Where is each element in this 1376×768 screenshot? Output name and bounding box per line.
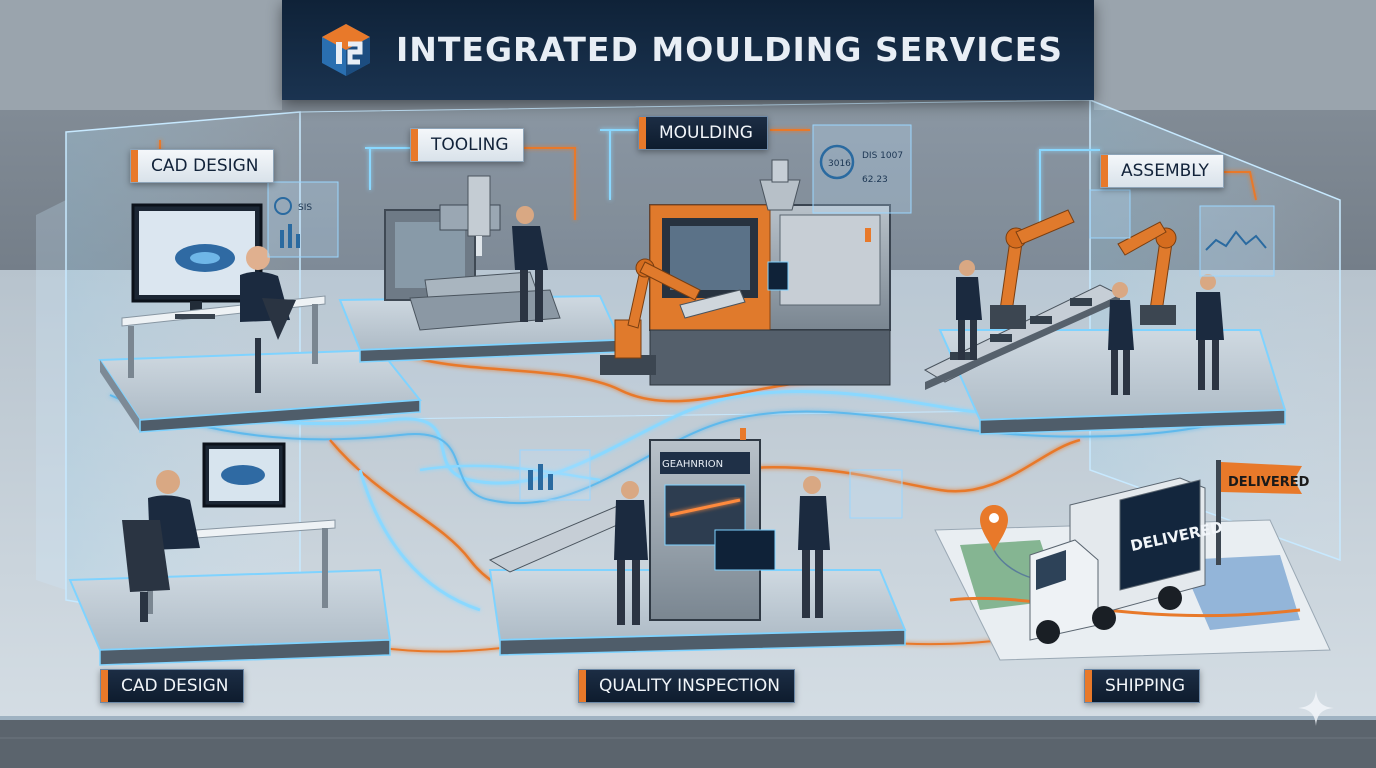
flow-line-mid (419, 464, 601, 482)
cad-workstation-top (121, 203, 326, 393)
stage-label-quality: QUALITY INSPECTION (578, 669, 795, 703)
title-banner (282, 0, 1094, 100)
sparkle-icon (1298, 690, 1334, 726)
cad-hud (267, 181, 339, 258)
office-chair (262, 298, 296, 340)
platform-cad-bottom (68, 568, 392, 666)
assembly-hud-2 (1089, 189, 1131, 239)
connector-tooling-2 (520, 147, 576, 220)
moulding-hud-text-1: 3016 (828, 159, 851, 169)
inspection-station (488, 428, 830, 625)
flow-line-orange-3 (719, 438, 1081, 493)
moulding-hud-text-2: DIS 1007 (862, 151, 903, 161)
wall-right (1094, 0, 1376, 110)
delivered-flag (1216, 460, 1302, 565)
flow-line-orange-1 (379, 339, 841, 403)
stage-label-cad-bottom: CAD DESIGN (100, 669, 244, 703)
stage-label-shipping: SHIPPING (1084, 669, 1200, 703)
connector-moulding (600, 129, 640, 200)
logo-icon (322, 24, 370, 76)
cad-hud-text: SIS (298, 203, 312, 213)
connector-assembly-2 (1222, 171, 1257, 201)
quality-hud-2 (849, 469, 903, 519)
page-title: INTEGRATED MOULDING SERVICES (396, 30, 1064, 69)
cnc-machine (384, 175, 561, 331)
wall-left (0, 0, 282, 110)
toolmaker-body (512, 226, 548, 270)
flow-line-left-down (358, 469, 481, 612)
floor-edge-highlight (0, 716, 1376, 720)
assembly-worker-1 (959, 260, 975, 276)
floor-edge (0, 718, 1376, 768)
connector-assembly (1039, 149, 1100, 230)
inspection-machine-text: GEAHNRION (662, 459, 723, 470)
assembly-hud (1199, 205, 1275, 277)
toolmaker-head (516, 206, 534, 224)
moulding-robot-arm (600, 258, 746, 375)
spindle (467, 175, 491, 237)
glass-edge-left (36, 200, 66, 590)
flag-text: DELIVERED (1228, 475, 1310, 490)
stage-label-moulding: MOULDING (638, 116, 768, 150)
moulding-hud (812, 124, 912, 214)
assembly-worker-3 (1200, 274, 1216, 290)
map-pin-icon (980, 505, 1008, 552)
assembly-line (923, 209, 1224, 395)
hud-panels (267, 124, 1275, 519)
stage-label-assembly: ASSEMBLY (1100, 154, 1224, 188)
delivery-truck (1029, 477, 1206, 644)
stage-label-cad-top: CAD DESIGN (130, 149, 274, 183)
connector-tooling (365, 147, 410, 190)
moulding-hud-text-3: 62.23 (862, 175, 888, 185)
cad-workstation-bottom (122, 442, 336, 622)
stage-label-tooling: TOOLING (410, 128, 524, 162)
assembly-worker-2 (1112, 282, 1128, 298)
operator-head (246, 246, 270, 270)
